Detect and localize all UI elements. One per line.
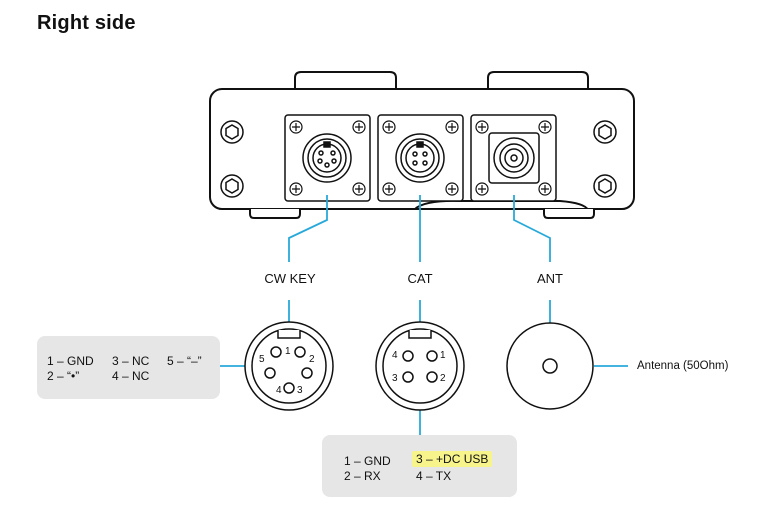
mini-din-4-icon xyxy=(395,133,445,183)
cat-pin-4: 4 xyxy=(392,350,398,361)
cw-key-label: CW KEY xyxy=(264,271,316,286)
leader-lines xyxy=(220,195,628,437)
ant-label: ANT xyxy=(537,271,563,286)
cw-key-pin-face xyxy=(244,321,334,411)
cat-pin-1: 1 xyxy=(440,350,446,361)
cat-pin-3: 3 xyxy=(392,373,398,384)
cw-key-pin-4-text: 4 – NC xyxy=(112,369,150,383)
cat-pin-face xyxy=(375,321,465,411)
cw-key-pinout-box xyxy=(37,336,220,399)
page-title: Right side xyxy=(37,12,136,34)
cw-key-pin-1-text: 1 – GND xyxy=(47,354,94,368)
cat-pin-1-text: 1 – GND xyxy=(344,454,391,468)
cw-key-pin-3-text: 3 – NC xyxy=(112,354,150,368)
cat-pin-4-text: 4 – TX xyxy=(416,469,452,483)
cw-pin-3: 3 xyxy=(297,385,303,396)
cat-pin-3-text: 3 – +DC USB xyxy=(412,451,493,467)
screw-icon xyxy=(289,120,552,196)
cw-pin-2: 2 xyxy=(309,354,315,365)
mini-din-5-icon xyxy=(302,133,352,183)
cw-key-pin-5-text: 5 – “–” xyxy=(167,354,202,368)
cw-pin-1: 1 xyxy=(285,346,291,357)
cw-key-pin-2-text: 2 – “•” xyxy=(47,369,80,383)
cw-pin-4: 4 xyxy=(276,385,282,396)
ant-face xyxy=(506,322,594,410)
bnc-connector-icon xyxy=(488,132,540,184)
antenna-note: Antenna (50Ohm) xyxy=(637,360,729,372)
cat-pin-2: 2 xyxy=(440,373,446,384)
screw-icon xyxy=(220,120,617,198)
cw-pin-5: 5 xyxy=(259,354,265,365)
cat-label: CAT xyxy=(407,271,433,286)
cat-pin-2-text: 2 – RX xyxy=(344,469,381,483)
